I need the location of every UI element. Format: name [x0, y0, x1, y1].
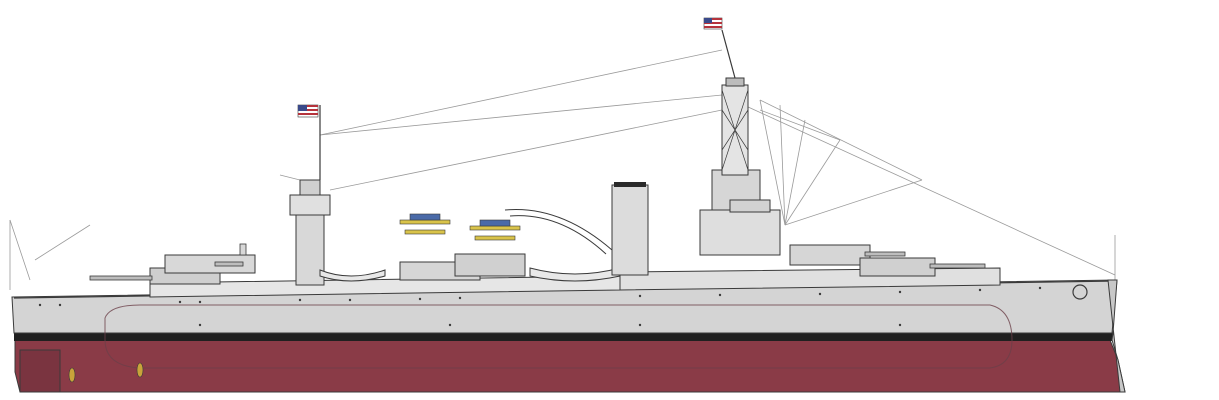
bridge [699, 199, 781, 256]
us-flag-icon [297, 104, 319, 118]
forward-turret-2 [789, 244, 906, 266]
anchor-hawse-icon [1072, 284, 1088, 300]
us-flag-icon [703, 17, 723, 30]
ship-boats [319, 267, 621, 282]
rudder [19, 349, 61, 393]
floatplane-icon [399, 213, 451, 235]
forward-cage-mast [711, 29, 761, 211]
midship-turret [399, 253, 526, 281]
hull-lower-red [14, 339, 1126, 393]
aircraft-crane [504, 209, 613, 255]
propeller-icon [68, 362, 144, 383]
aft-turret-3 [164, 243, 256, 274]
torpedo-bulge-outline [104, 304, 1013, 369]
porthole-row [38, 286, 1042, 327]
funnel [611, 182, 649, 276]
boot-top-stripe [14, 333, 1114, 341]
rigging-lines [9, 49, 1116, 290]
floatplane-icon [469, 219, 521, 241]
bow-stem [1107, 279, 1126, 393]
forward-turret-1 [859, 257, 986, 277]
aft-mast [289, 105, 331, 286]
